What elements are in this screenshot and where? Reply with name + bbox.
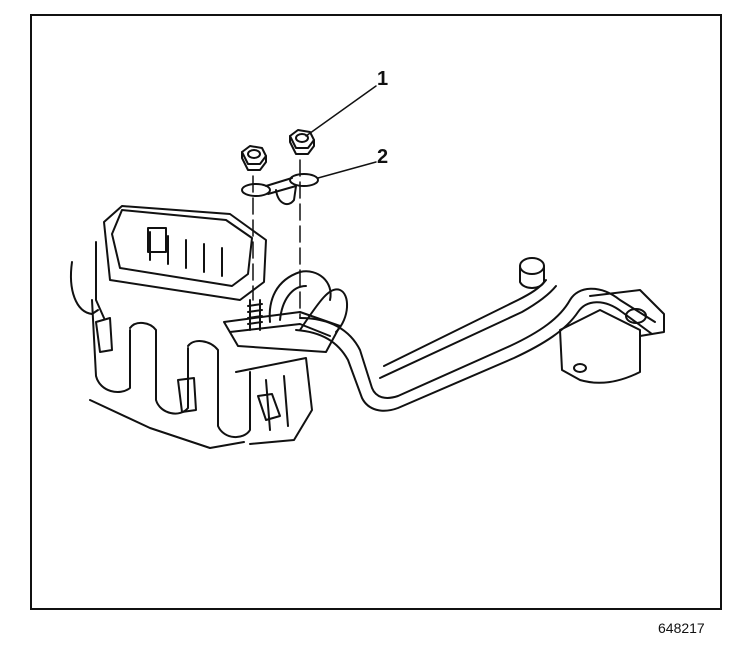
callout-2: 2 xyxy=(377,146,389,168)
injector-housing xyxy=(95,205,267,319)
rail-plate xyxy=(223,311,341,353)
coil-bodies xyxy=(70,261,313,449)
nut-icon xyxy=(241,145,267,171)
retainer-icon xyxy=(241,173,319,206)
fuel-pipes xyxy=(268,270,656,412)
figure-number: 648217 xyxy=(658,620,705,636)
leader-lines xyxy=(305,85,377,179)
mounting-stud xyxy=(247,299,263,331)
nut-icon xyxy=(289,129,315,155)
mounting-bracket xyxy=(559,289,665,384)
illustration-frame xyxy=(30,14,722,610)
callout-1: 1 xyxy=(377,68,389,90)
pipe-fitting xyxy=(519,257,545,289)
